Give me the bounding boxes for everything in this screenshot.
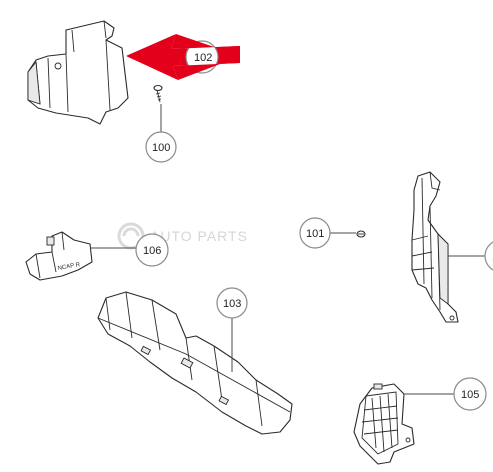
part-marking-text: NCAP R <box>57 262 81 272</box>
callout-103-label: 103 <box>223 298 241 310</box>
callout-102-label: 102 <box>194 52 212 64</box>
callout-104[interactable]: 104 <box>484 240 493 272</box>
callout-106-label: 106 <box>143 245 161 257</box>
highlight-arrow <box>126 34 240 80</box>
callout-105[interactable]: 105 <box>453 377 487 411</box>
arrow-head <box>126 34 240 80</box>
part-air-duct[interactable] <box>27 20 129 125</box>
callout-103[interactable]: 103 <box>216 287 248 319</box>
callout-100[interactable]: 100 <box>145 131 177 163</box>
callout-100-label: 100 <box>152 142 170 154</box>
part-clip-101[interactable] <box>356 230 366 238</box>
callout-105-label: 105 <box>461 389 479 401</box>
part-screw-100[interactable] <box>153 84 163 103</box>
callout-106[interactable]: 106 <box>135 233 169 267</box>
part-side-bracket-104[interactable] <box>411 171 459 323</box>
callout-101[interactable]: 101 <box>299 217 331 249</box>
watermark-text: AUTO PARTS <box>150 228 248 244</box>
part-long-panel-103[interactable] <box>97 291 293 435</box>
part-grille-105[interactable] <box>353 383 415 465</box>
callout-101-label: 101 <box>306 228 324 240</box>
part-bracket-106[interactable]: NCAP R <box>25 231 93 281</box>
